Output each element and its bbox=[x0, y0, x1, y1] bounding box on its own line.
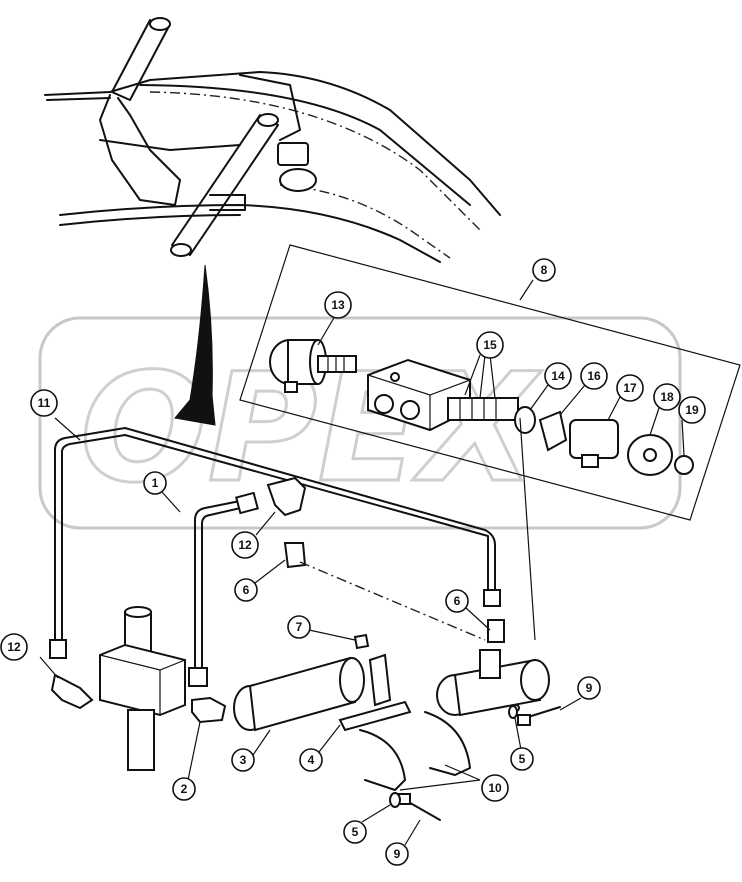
svg-text:1: 1 bbox=[152, 476, 159, 490]
callout-7: 7 bbox=[287, 615, 311, 639]
svg-text:6: 6 bbox=[454, 594, 461, 608]
strap-10-left bbox=[359, 729, 406, 791]
bolt-9-right-head bbox=[517, 714, 531, 726]
svg-text:11: 11 bbox=[38, 396, 51, 410]
exploded-leader-line bbox=[519, 417, 536, 641]
arrow-pointer bbox=[174, 264, 216, 426]
callout-9-right: 9 bbox=[577, 676, 601, 700]
svg-text:3: 3 bbox=[240, 753, 247, 767]
svg-text:5: 5 bbox=[352, 825, 359, 839]
svg-text:4: 4 bbox=[308, 753, 315, 767]
tractor-frame bbox=[44, 17, 501, 263]
callout-6-left: 6 bbox=[234, 578, 258, 602]
tube-1 bbox=[194, 499, 246, 681]
leader-lines bbox=[39, 279, 685, 846]
strap-10-right bbox=[424, 711, 471, 776]
callout-12-left: 12 bbox=[0, 633, 28, 661]
callout-13: 13 bbox=[324, 291, 352, 319]
callout-14: 14 bbox=[544, 362, 572, 390]
svg-text:8: 8 bbox=[541, 263, 548, 277]
washer-5-right bbox=[508, 705, 518, 719]
pump-block bbox=[99, 606, 186, 771]
callout-6-right: 6 bbox=[445, 589, 469, 613]
assembly-dashline bbox=[299, 561, 486, 641]
plug-7 bbox=[353, 633, 370, 650]
tube-11 bbox=[54, 427, 496, 641]
svg-text:9: 9 bbox=[586, 681, 593, 695]
callout-12-top: 12 bbox=[231, 531, 259, 559]
bracket-4 bbox=[338, 700, 412, 732]
svg-text:9: 9 bbox=[394, 847, 401, 861]
bracket-4-upright bbox=[368, 653, 392, 707]
watermark-frame bbox=[38, 316, 682, 530]
adapter-6-left bbox=[283, 542, 307, 569]
svg-text:14: 14 bbox=[551, 369, 565, 383]
callout-9-bottom: 9 bbox=[385, 842, 409, 866]
elbow-2 bbox=[191, 696, 227, 724]
svg-text:17: 17 bbox=[623, 381, 637, 395]
svg-text:12: 12 bbox=[238, 538, 252, 552]
svg-text:5: 5 bbox=[519, 752, 526, 766]
elbow-12-left bbox=[50, 673, 94, 710]
callout-10: 10 bbox=[481, 774, 509, 802]
callout-3: 3 bbox=[231, 748, 255, 772]
svg-text:12: 12 bbox=[7, 640, 21, 654]
elbow-12-top bbox=[266, 476, 307, 517]
tube-1-nut-top bbox=[235, 491, 259, 515]
svg-text:7: 7 bbox=[296, 620, 303, 634]
callout-2: 2 bbox=[172, 777, 196, 801]
accumulator-3 bbox=[233, 656, 365, 732]
callout-16: 16 bbox=[580, 362, 608, 390]
valve-assembly bbox=[436, 619, 550, 717]
callout-5-bottom: 5 bbox=[343, 820, 367, 844]
tube-11-nut-right bbox=[483, 589, 501, 607]
washer-5-bottom bbox=[389, 792, 401, 808]
callout-11: 11 bbox=[30, 389, 58, 417]
tube-11-inner bbox=[61, 434, 489, 641]
callout-1: 1 bbox=[143, 471, 167, 495]
svg-text:13: 13 bbox=[331, 298, 345, 312]
callout-4: 4 bbox=[299, 748, 323, 772]
callout-17: 17 bbox=[616, 374, 644, 402]
callout-18: 18 bbox=[653, 383, 681, 411]
callout-15: 15 bbox=[476, 331, 504, 359]
callout-5-right: 5 bbox=[510, 747, 534, 771]
svg-text:15: 15 bbox=[483, 338, 497, 352]
svg-text:6: 6 bbox=[243, 583, 250, 597]
tube-1-nut bbox=[188, 667, 208, 687]
svg-text:19: 19 bbox=[685, 403, 699, 417]
callout-8: 8 bbox=[532, 258, 556, 282]
svg-text:16: 16 bbox=[587, 369, 601, 383]
tube-1-inner bbox=[201, 506, 246, 681]
callout-19: 19 bbox=[678, 396, 706, 424]
svg-text:18: 18 bbox=[660, 390, 674, 404]
svg-text:2: 2 bbox=[181, 782, 188, 796]
svg-text:10: 10 bbox=[488, 781, 502, 795]
tube-11-nut-left bbox=[49, 639, 67, 659]
